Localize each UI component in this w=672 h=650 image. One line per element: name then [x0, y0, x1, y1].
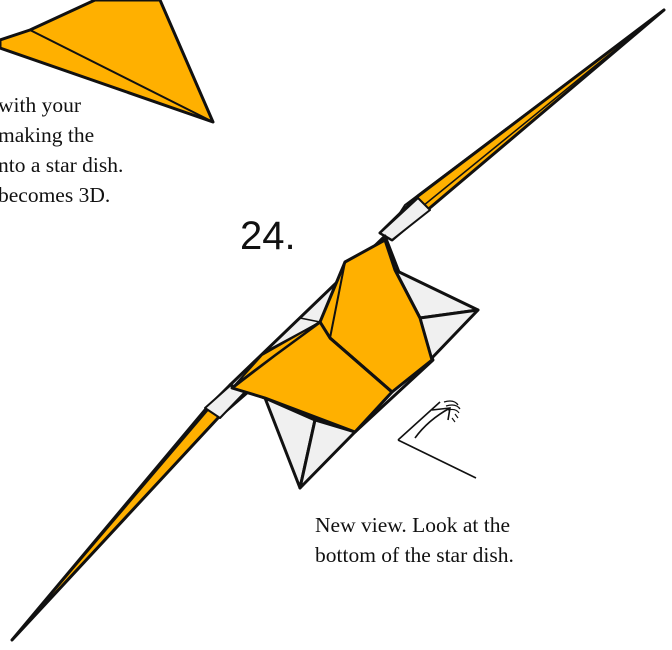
step-number: 24. [240, 214, 296, 258]
previous-caption-line-1: with your [0, 90, 81, 120]
previous-caption-line-3: nto a star dish. [0, 150, 123, 180]
previous-caption-line-2: making the [0, 120, 94, 150]
eye-viewpoint-icon [398, 401, 476, 478]
previous-caption-line-4: becomes 3D. [0, 180, 110, 210]
step-caption: New view. Look at the bottom of the star… [315, 510, 514, 570]
step-caption-line-2: bottom of the star dish. [315, 540, 514, 570]
step-caption-line-1: New view. Look at the [315, 510, 514, 540]
